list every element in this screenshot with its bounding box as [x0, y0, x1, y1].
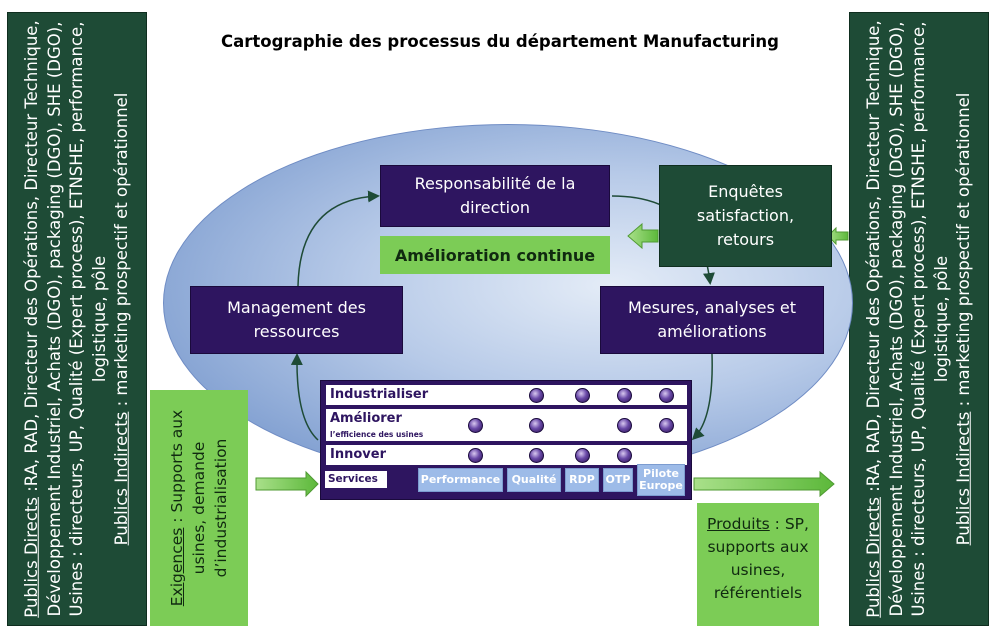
- matrix-dot: [529, 388, 544, 403]
- matrix-row-label: Industrialiser: [330, 387, 429, 402]
- service-performance: Performance: [418, 468, 503, 492]
- mesures-analyses-box: Mesures, analyses et améliorations: [600, 286, 824, 354]
- matrix-dot: [659, 418, 674, 433]
- publics-panel-left: Publics Directs :RA, RAD, Directeur des …: [7, 12, 147, 626]
- matrix-dot: [529, 448, 544, 463]
- matrix-dot: [468, 448, 483, 463]
- matrix-row-innover: Innover: [326, 445, 687, 465]
- service-qualite: Qualité: [507, 468, 561, 492]
- matrix-dot: [529, 418, 544, 433]
- exigences-box: Exigences : Supports aux usines, demande…: [150, 390, 248, 626]
- cycle-arrow-top-left: [297, 190, 380, 287]
- matrix-row-sublabel: l’efficience des usines: [330, 430, 424, 439]
- services-label: Services: [325, 471, 387, 488]
- service-rdp: RDP: [565, 468, 599, 492]
- enquetes-label: Enquêtes satisfaction, retours: [696, 182, 795, 249]
- cycle-arrow-left-up: [290, 353, 319, 441]
- produits-box: Produits : SP, supports aux usines, réfé…: [697, 503, 819, 626]
- matrix-dot: [468, 418, 483, 433]
- produits-label: Produits: [707, 515, 770, 533]
- page-title: Cartographie des processus du départemen…: [221, 32, 779, 51]
- amelioration-continue-box: Amélioration continue: [380, 236, 610, 274]
- enquetes-box: Enquêtes satisfaction, retours: [659, 165, 832, 267]
- management-ressources-box: Management des ressources: [190, 286, 403, 354]
- matrix-dot: [617, 388, 632, 403]
- produits-body: : SP, supports aux usines, référentiels: [707, 515, 809, 602]
- output-arrow: [693, 470, 835, 498]
- feedback-arrow-left: [627, 222, 659, 250]
- matrix-row-label: Innover: [330, 447, 386, 462]
- matrix-dot: [575, 388, 590, 403]
- input-arrow: [255, 470, 319, 498]
- matrix-row-ameliorer: Améliorer l’efficience des usines: [326, 409, 687, 441]
- amelioration-continue-label: Amélioration continue: [394, 245, 596, 265]
- feedback-arrow-right: [827, 226, 849, 246]
- responsabilite-direction-box: Responsabilité de la direction: [380, 165, 610, 227]
- matrix-dot: [617, 448, 632, 463]
- matrix-row-industrialiser: Industrialiser: [326, 385, 687, 405]
- matrix-dot: [575, 448, 590, 463]
- matrix-dot: [659, 388, 674, 403]
- mesures-analyses-label: Mesures, analyses et améliorations: [627, 298, 797, 341]
- service-otp: OTP: [603, 468, 633, 492]
- cycle-arrow-right-down: [691, 353, 713, 441]
- matrix-dot: [617, 418, 632, 433]
- service-pilote-europe: Pilote Europe: [637, 464, 685, 496]
- management-ressources-label: Management des ressources: [227, 298, 366, 341]
- responsabilite-direction-label: Responsabilité de la direction: [414, 174, 576, 217]
- exigences-label: Exigences: [168, 527, 186, 607]
- matrix-row-label: Améliorer: [330, 411, 402, 426]
- exigences-text: Exigences : Supports aux usines, demande…: [166, 388, 232, 628]
